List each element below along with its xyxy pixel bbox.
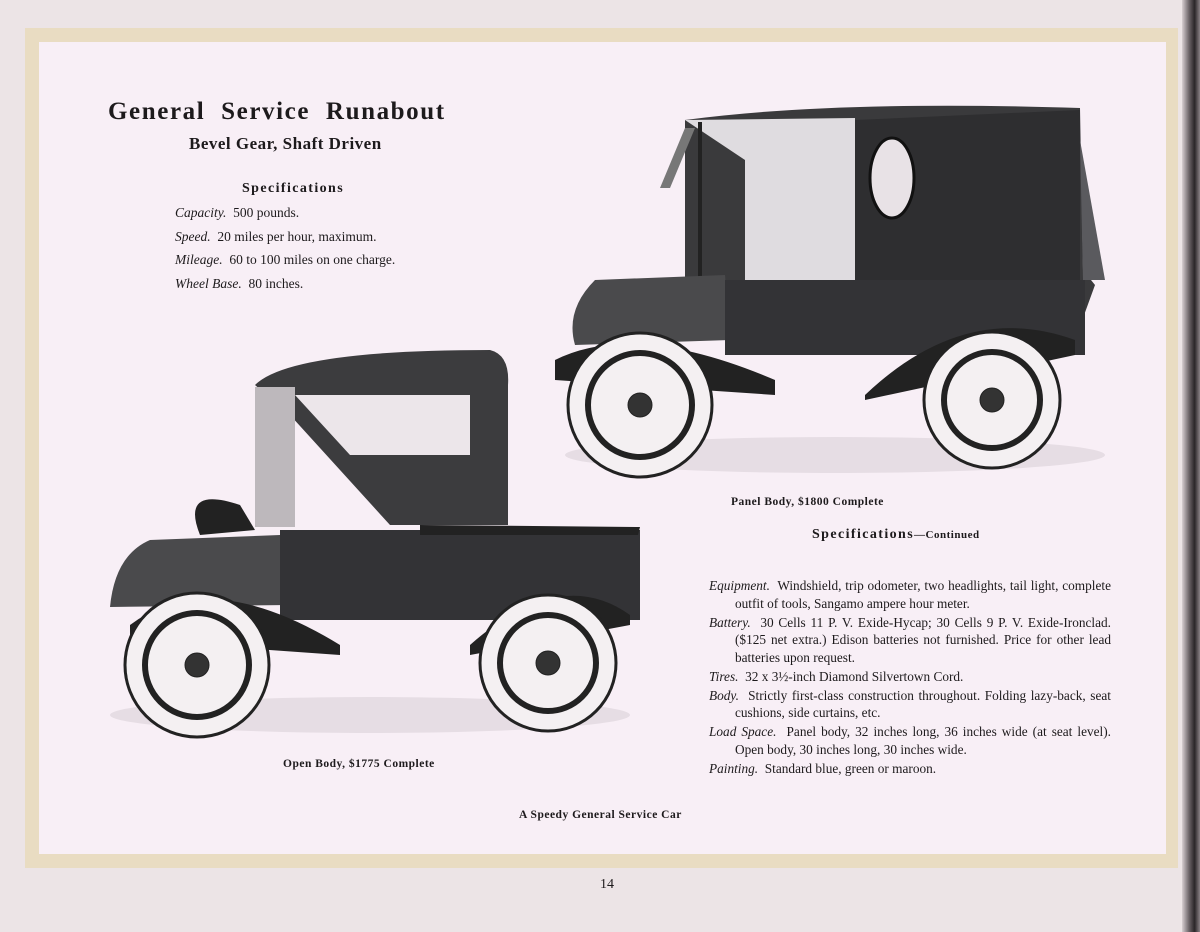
spec-value: Strictly first-class construction throug… [735,687,1111,721]
specifications-continued-heading: Specifications—Continued [812,527,980,543]
open-body-caption: Open Body, $1775 Complete [283,758,435,770]
wheel [922,330,1062,470]
spec-label: Battery. [709,614,751,630]
spec-item: Painting. Standard blue, green or maroon… [709,760,1111,778]
spec-value: Windshield, trip odometer, two headlight… [735,578,1111,611]
spec-item: Load Space. Panel body, 32 inches long, … [709,723,1111,758]
spec-item: Capacity. 500 pounds. [175,201,395,225]
page-caption: A Speedy General Service Car [519,809,682,821]
spec-item: Battery. 30 Cells 11 P. V. Exide-Hycap; … [709,614,1111,667]
spec-value: Panel body, 32 inches long, 36 inches wi… [735,724,1111,757]
spec-value: 80 inches. [248,275,304,291]
spec-label: Wheel Base. [175,275,242,291]
page-title: General Service Runabout [108,98,446,125]
spec-label: Painting. [709,760,759,776]
spec-item: Equipment. Windshield, trip odometer, tw… [709,577,1111,612]
wheel [566,331,714,479]
page-number: 14 [600,877,614,892]
spec-item: Mileage. 60 to 100 miles on one charge. [175,248,395,272]
spec-label: Tires. [709,668,739,684]
spec-item: Tires. 32 x 3½-inch Diamond Silvertown C… [709,668,1111,686]
spec-label: Body. [709,687,739,703]
spec-item: Body. Strictly first-class construction … [709,687,1111,722]
specifications-heading: Specifications [242,181,345,196]
spec-value: 30 Cells 11 P. V. Exide-Hycap; 30 Cells … [735,614,1111,665]
open-body-truck-illustration [110,350,640,739]
spec-label: Equipment. [709,578,770,593]
book-binding [1182,0,1200,932]
spec-value: Standard blue, green or maroon. [764,760,937,776]
wheel [123,591,271,739]
spec-value: 500 pounds. [233,205,300,220]
spec-label: Speed. [175,228,211,244]
specifications-continued-list: Equipment. Windshield, trip odometer, tw… [709,577,1111,779]
heading-text: Specifications [812,527,915,542]
page-subtitle: Bevel Gear, Shaft Driven [189,134,382,153]
spec-value: 32 x 3½-inch Diamond Silvertown Cord. [745,668,964,684]
wheel [478,593,618,733]
panel-body-truck-illustration [555,105,1105,479]
spec-item: Wheel Base. 80 inches. [175,272,395,296]
panel-body-caption: Panel Body, $1800 Complete [731,496,884,508]
heading-suffix: —Continued [914,529,980,541]
spec-label: Mileage. [175,252,223,267]
spec-label: Load Space. [709,724,777,739]
spec-value: 60 to 100 miles on one charge. [229,252,396,267]
spec-label: Capacity. [175,205,227,220]
spec-value: 20 miles per hour, maximum. [217,228,377,244]
specifications-list: Capacity. 500 pounds. Speed. 20 miles pe… [175,201,395,295]
spec-item: Speed. 20 miles per hour, maximum. [175,225,395,249]
